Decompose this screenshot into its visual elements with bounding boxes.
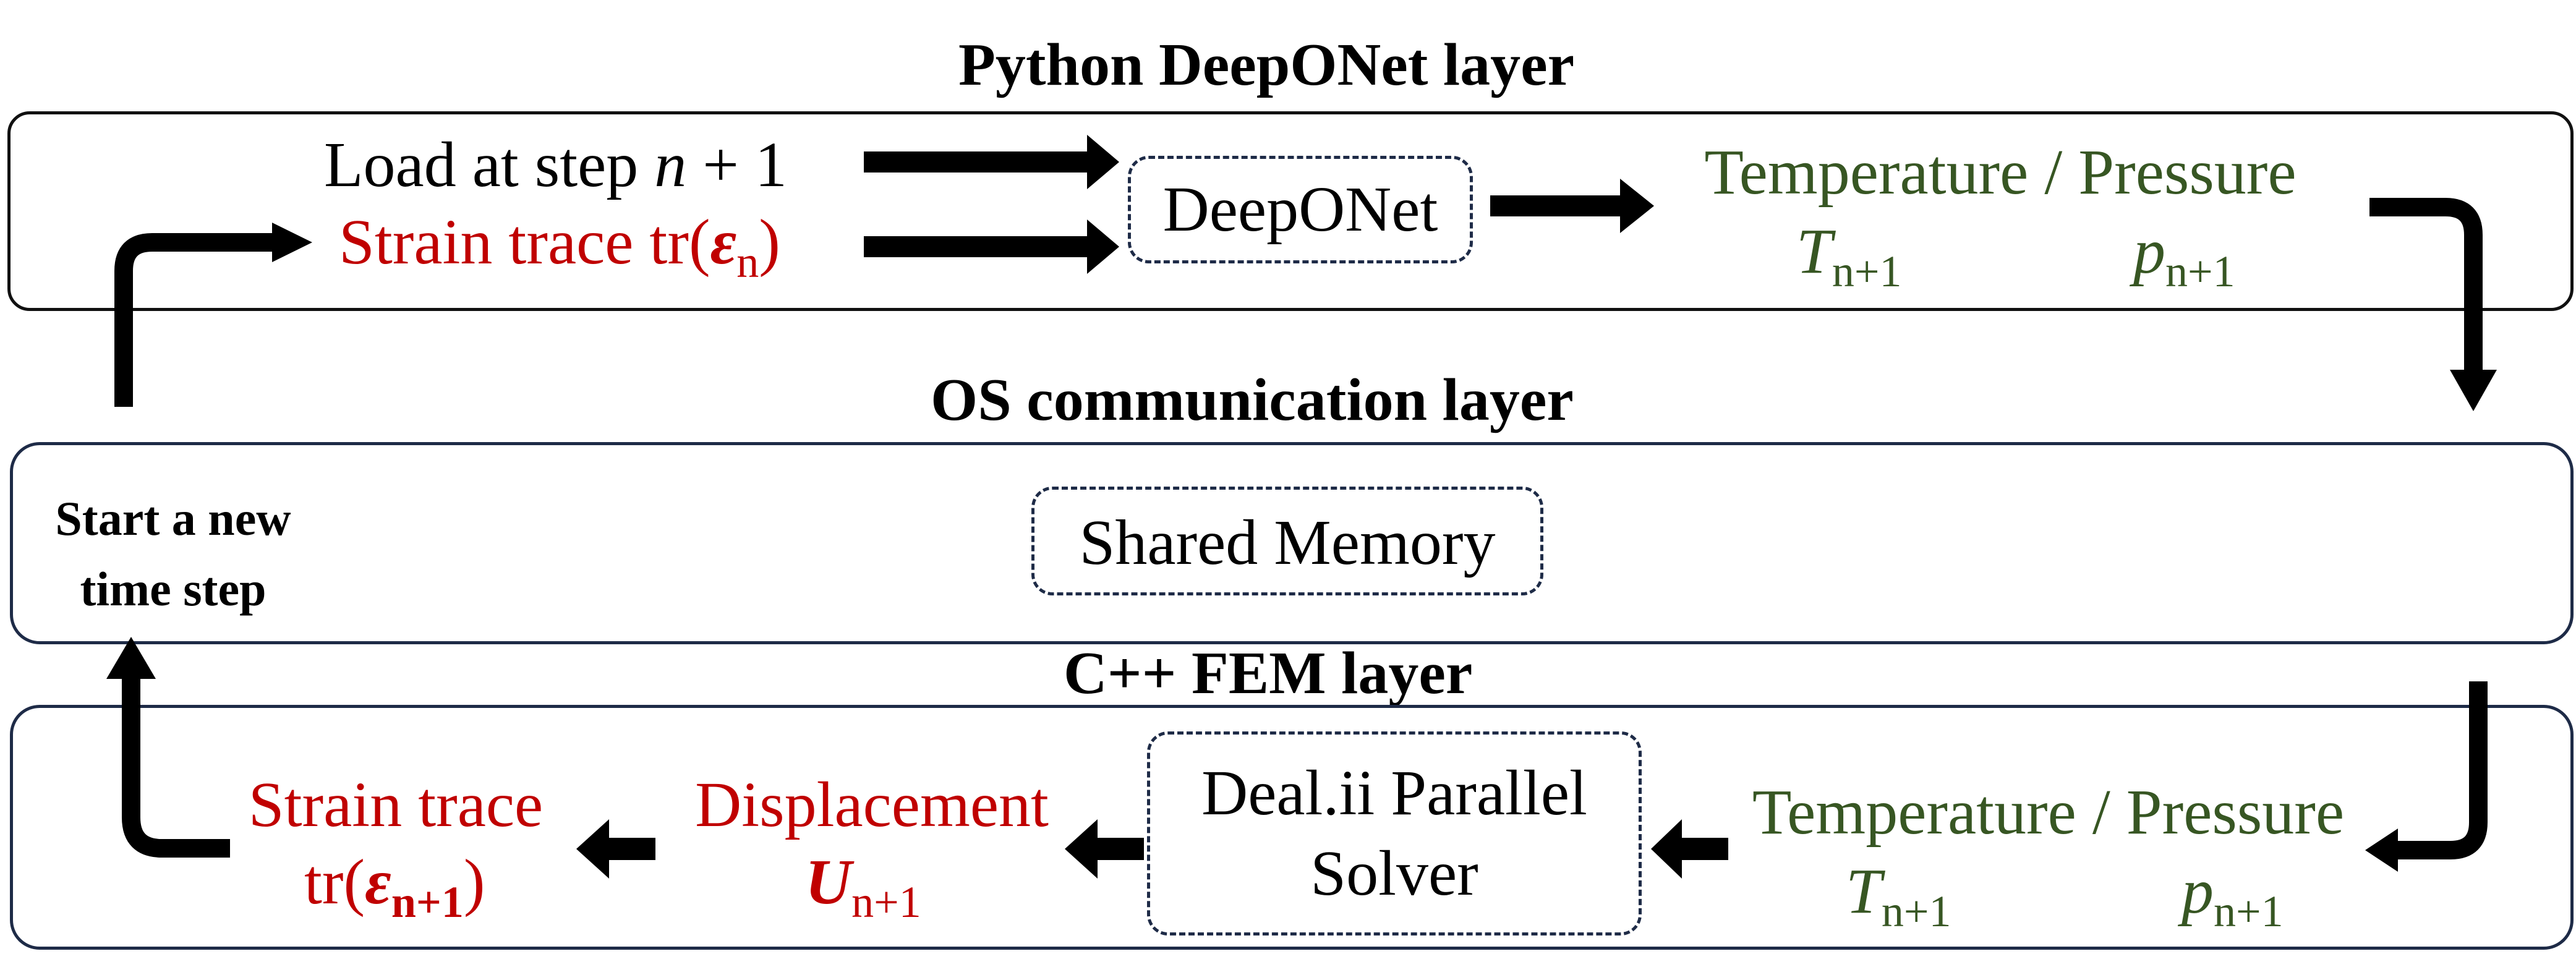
load-to-deeponet-head	[1087, 135, 1119, 189]
solver-to-displacement-head	[1065, 819, 1098, 879]
fem-to-start-arrow	[122, 677, 230, 858]
deeponet-to-output-shaft	[1490, 195, 1623, 216]
deeponet-box	[1128, 156, 1473, 263]
dealii-solver-box	[1147, 731, 1642, 935]
deeponet-to-output-head	[1620, 179, 1654, 233]
fem-strain-trace-label: Strain trace	[248, 769, 544, 840]
strain-to-deeponet-shaft	[864, 236, 1090, 257]
start-to-strain-arrowhead	[272, 223, 312, 262]
start-to-strain-arrow	[114, 233, 277, 407]
load-to-deeponet-shaft	[864, 151, 1090, 173]
fem-layer-title: C++ FEM layer	[1064, 640, 1473, 707]
os-to-fem-arrowhead	[2365, 829, 2398, 872]
python-output-down-arrow	[2369, 198, 2483, 371]
displacement-symbol: Un+1	[805, 846, 921, 927]
input-to-solver-shaft	[1679, 838, 1728, 860]
load-at-step-label: Load at step n + 1	[324, 129, 787, 200]
shared-memory-box	[1031, 487, 1543, 595]
python-temperature-symbol: Tn+1	[1796, 216, 1902, 296]
displacement-to-strain-head	[576, 819, 609, 879]
solver-to-displacement-shaft	[1094, 838, 1144, 860]
os-layer-panel	[10, 442, 2574, 644]
fem-strain-trace-symbol: tr(εn+1)	[304, 846, 485, 927]
fem-temperature-symbol: Tn+1	[1846, 856, 1951, 936]
os-layer-title: OS communication layer	[931, 367, 1574, 433]
python-output-label: Temperature / Pressure	[1704, 137, 2297, 208]
shared-memory-label: Shared Memory	[1079, 507, 1496, 578]
python-output-down-arrowhead	[2450, 370, 2497, 411]
displacement-to-strain-shaft	[606, 838, 655, 860]
strain-to-deeponet-head	[1087, 219, 1119, 274]
strain-trace-input-label: Strain trace tr(εn)	[339, 207, 780, 287]
fem-to-start-arrowhead	[106, 637, 156, 679]
python-pressure-symbol: pn+1	[2133, 216, 2235, 296]
os-to-fem-arrow	[2393, 681, 2488, 859]
deeponet-label: DeepONet	[1162, 174, 1438, 245]
fem-input-label: Temperature / Pressure	[1752, 777, 2345, 848]
displacement-label: Displacement	[695, 769, 1049, 840]
input-to-solver-head	[1651, 819, 1682, 879]
python-layer-panel	[7, 111, 2574, 311]
fem-pressure-symbol: pn+1	[2181, 856, 2284, 936]
python-layer-title: Python DeepONet layer	[958, 32, 1575, 98]
fem-layer-panel	[10, 705, 2574, 950]
